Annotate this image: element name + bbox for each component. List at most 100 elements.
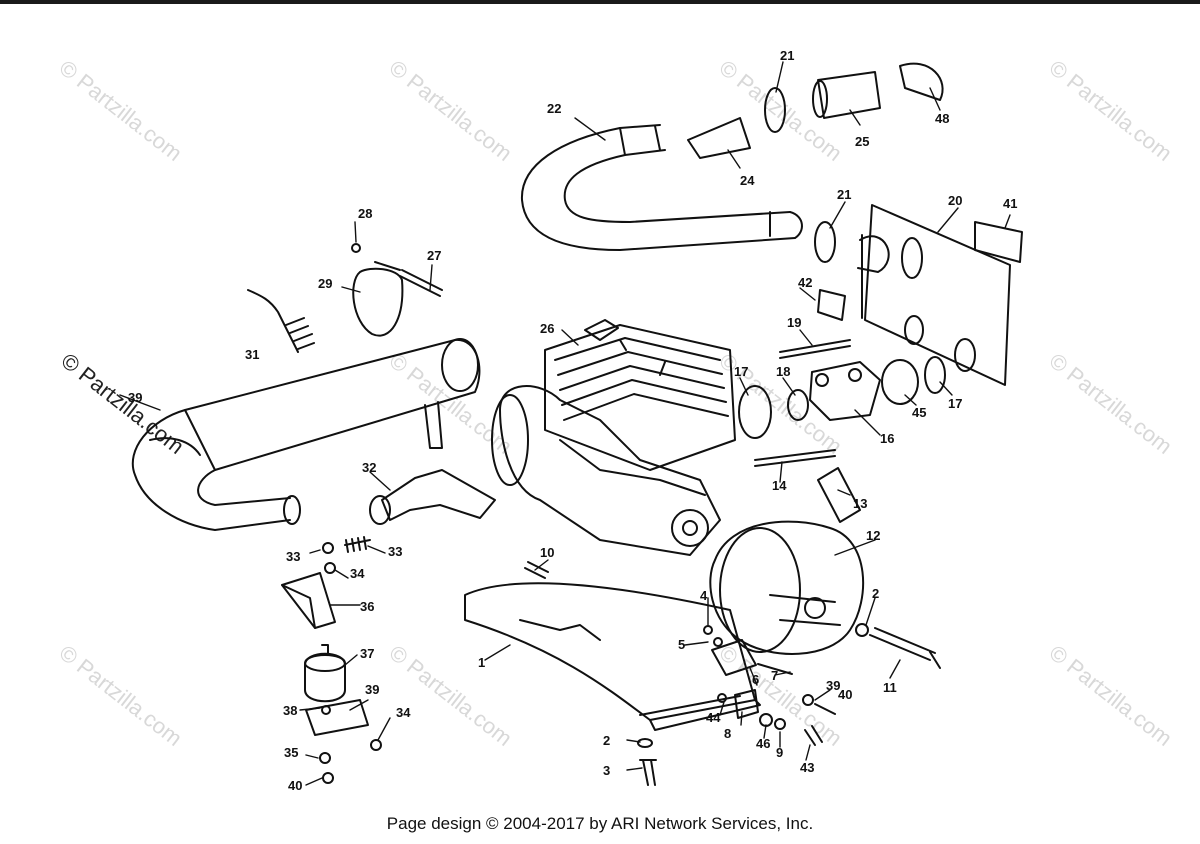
bolt-26 (399, 269, 443, 297)
callout-16: 17 (948, 396, 962, 411)
callout-37: 38 (283, 703, 297, 718)
callout-29: 31 (245, 347, 259, 362)
callout-31: 32 (362, 460, 376, 475)
nut-40 (802, 694, 814, 706)
callout-19: 19 (787, 315, 801, 330)
callout-34-lower: 35 (284, 745, 298, 760)
clamp-18 (787, 389, 809, 421)
callout-6: 6 (752, 672, 759, 687)
bolt-44 (804, 725, 823, 746)
callout-11: 11 (883, 680, 897, 695)
callout-2-lower: 2 (603, 733, 610, 748)
pin-14 (754, 449, 836, 467)
callout-7: 7 (771, 668, 778, 683)
washer-45 (717, 693, 727, 703)
callout-21-lower: 21 (837, 187, 851, 202)
bracket-8 (734, 689, 759, 719)
callout-10: 10 (540, 545, 554, 560)
callout-45: 44 (706, 710, 721, 725)
tube-13 (817, 467, 861, 523)
nut-33-upper (322, 542, 334, 554)
bolt-3 (639, 759, 657, 786)
callout-46: 45 (912, 405, 926, 420)
bracket-22 (687, 117, 751, 159)
gasket-42 (974, 221, 1023, 263)
callout-24: 22 (547, 101, 561, 116)
callout-35: 36 (360, 599, 374, 614)
bolt-11 (869, 627, 941, 669)
callout-27: 28 (358, 206, 372, 221)
callout-48: 48 (935, 111, 949, 126)
bracket-35 (281, 572, 336, 629)
bolt-10 (524, 561, 549, 579)
top-border (0, 0, 1200, 4)
pin-19 (779, 339, 851, 359)
callout-15: 16 (880, 431, 894, 446)
parts-diagram: 21 22 24 25 48 21 20 41 42 19 17 18 16 4… (119, 48, 1023, 793)
washer-5 (713, 637, 723, 647)
callout-21: 21 (780, 48, 794, 63)
exhaust-pipe-24 (520, 124, 796, 251)
nut-27 (351, 243, 361, 253)
callout-41: 40 (838, 687, 852, 702)
nut-4 (703, 625, 713, 635)
callout-9: 9 (776, 745, 783, 760)
callout-12: 12 (866, 528, 880, 543)
callout-22: 24 (740, 173, 755, 188)
callout-40: 39 (826, 678, 840, 693)
washer-34-lower (319, 752, 331, 764)
washer-9 (774, 718, 786, 730)
washer-2-lower (637, 738, 653, 748)
callout-32: 33 (388, 544, 402, 559)
callout-47: 46 (756, 736, 770, 751)
skid-plate-1 (464, 582, 756, 721)
callout-8: 8 (724, 726, 731, 741)
callout-28: 29 (318, 276, 332, 291)
callout-13: 13 (853, 496, 867, 511)
adapter-46 (881, 359, 919, 405)
callout-43: 42 (798, 275, 812, 290)
callout-23: 25 (855, 134, 869, 149)
callout-5: 5 (678, 637, 685, 652)
nut-39-lower (322, 772, 334, 784)
manifold-31 (381, 469, 496, 521)
callout-39: 39 (128, 390, 142, 405)
footer-copyright: Page design © 2004-2017 by ARI Network S… (386, 814, 814, 833)
callout-17: 17 (734, 364, 748, 379)
callout-33: 33 (286, 549, 300, 564)
end-cap-48 (899, 62, 944, 101)
callout-18: 18 (776, 364, 790, 379)
nut-37 (321, 705, 331, 715)
callout-2-upper: 2 (872, 586, 879, 601)
callout-42: 41 (1003, 196, 1017, 211)
bracket-6 (711, 639, 757, 676)
air-silencer-20 (864, 204, 1011, 386)
strap-28 (352, 267, 404, 337)
engine-25 (491, 319, 736, 556)
callout-44: 43 (800, 760, 814, 775)
recoil-starter-12 (709, 520, 865, 655)
washer-47 (759, 713, 773, 727)
clamp-21-lower (814, 221, 836, 263)
callout-1: 1 (478, 655, 485, 670)
nut-33-lower (370, 739, 382, 751)
callout-3: 3 (603, 763, 610, 778)
callout-14: 14 (772, 478, 787, 493)
bolt-41 (814, 703, 836, 715)
clamp-16 (924, 356, 946, 394)
clamp-21-upper (764, 87, 786, 133)
callout-34: 34 (350, 566, 365, 581)
callout-38: 39 (365, 682, 379, 697)
callout-36: 37 (360, 646, 374, 661)
callout-39-lower: 40 (288, 778, 302, 793)
mount-36 (304, 652, 346, 703)
callout-25: 26 (540, 321, 554, 336)
callout-33-lower: 34 (396, 705, 411, 720)
washer-2-upper (855, 623, 869, 637)
callout-4: 4 (700, 588, 708, 603)
bracket-38 (305, 699, 369, 736)
gasket-43 (817, 289, 846, 321)
carburetor-15 (809, 361, 881, 421)
spring-29 (247, 289, 315, 353)
muffler-39 (131, 338, 481, 531)
